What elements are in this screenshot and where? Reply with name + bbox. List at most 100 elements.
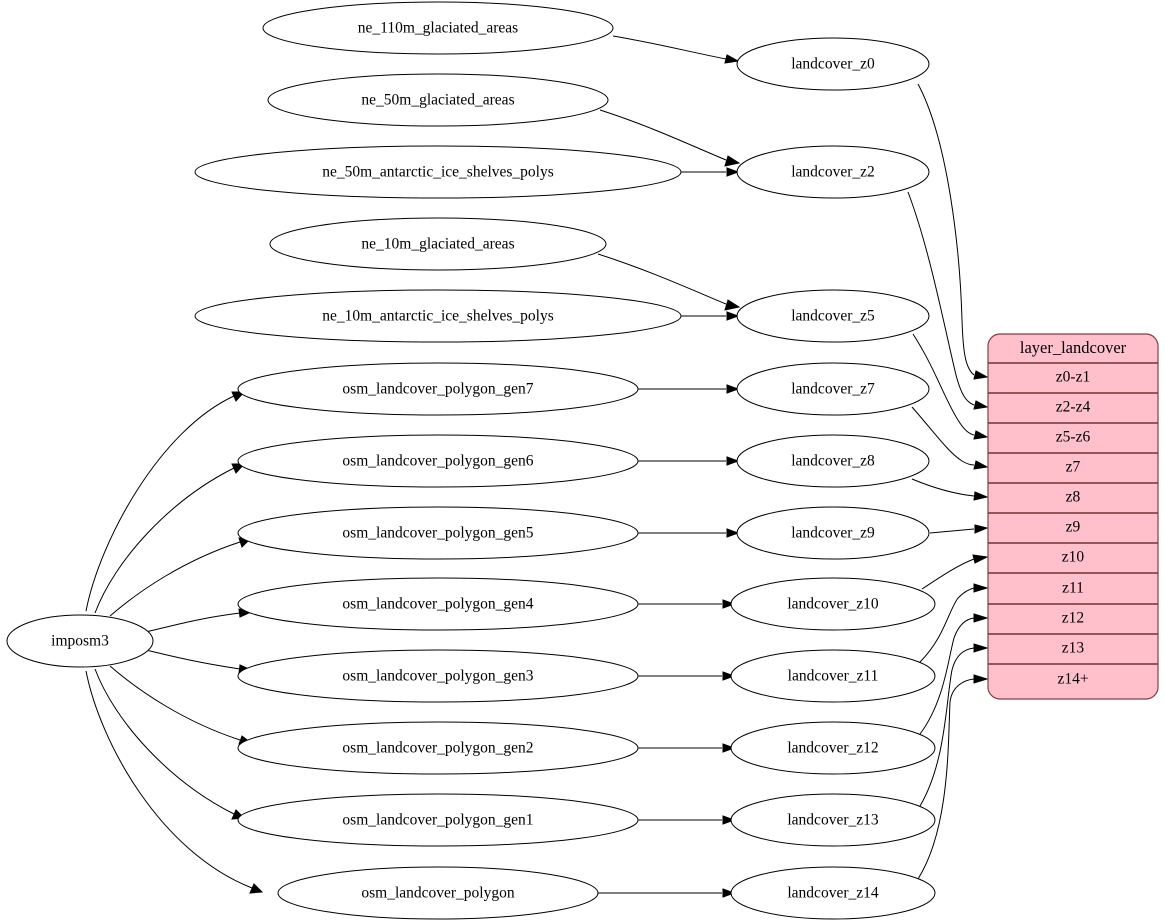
node-label: landcover_z11 bbox=[788, 668, 879, 685]
node-ne_110m_glaciated_areas[interactable]: ne_110m_glaciated_areas bbox=[262, 1, 614, 55]
node-ellipse[interactable] bbox=[237, 362, 639, 416]
node-label: osm_landcover_polygon_gen2 bbox=[342, 740, 533, 757]
node-ellipse[interactable] bbox=[736, 289, 930, 343]
node-landcover_z11[interactable]: landcover_z11 bbox=[730, 649, 936, 703]
node-ellipse[interactable] bbox=[730, 866, 936, 920]
node-ellipse[interactable] bbox=[730, 649, 936, 703]
node-osm_landcover_polygon_gen4[interactable]: osm_landcover_polygon_gen4 bbox=[237, 577, 639, 631]
node-ellipse[interactable] bbox=[237, 793, 639, 847]
node-label: ne_50m_antarctic_ice_shelves_polys bbox=[322, 164, 554, 181]
edge-z0-to-row-z0z1 bbox=[917, 83, 975, 376]
node-ellipse[interactable] bbox=[269, 217, 607, 271]
table-row-z12[interactable]: z12 bbox=[1062, 610, 1084, 627]
node-ellipse[interactable] bbox=[237, 434, 639, 488]
edge-z13-to-row-z13 bbox=[919, 647, 975, 807]
node-ellipse[interactable] bbox=[237, 577, 639, 631]
node-ellipse[interactable] bbox=[6, 614, 154, 668]
node-osm_landcover_polygon_gen1[interactable]: osm_landcover_polygon_gen1 bbox=[237, 793, 639, 847]
table-row-z5z6[interactable]: z5-z6 bbox=[1056, 429, 1091, 446]
node-ellipse[interactable] bbox=[730, 793, 936, 847]
arrowhead bbox=[973, 400, 989, 410]
node-osm_landcover_polygon_gen7[interactable]: osm_landcover_polygon_gen7 bbox=[237, 362, 639, 416]
table-row-z9[interactable]: z9 bbox=[1066, 519, 1081, 536]
table-row-z7[interactable]: z7 bbox=[1066, 459, 1081, 476]
node-imposm3[interactable]: imposm3 bbox=[6, 614, 154, 668]
node-landcover_z2[interactable]: landcover_z2 bbox=[736, 145, 930, 199]
node-osm_landcover_polygon_gen2[interactable]: osm_landcover_polygon_gen2 bbox=[237, 721, 639, 775]
arrowhead bbox=[722, 671, 736, 681]
node-osm_landcover_polygon_gen3[interactable]: osm_landcover_polygon_gen3 bbox=[237, 649, 639, 703]
node-ne_50m_glaciated_areas[interactable]: ne_50m_glaciated_areas bbox=[267, 73, 609, 127]
arrowhead bbox=[726, 311, 740, 321]
node-landcover_z5[interactable]: landcover_z5 bbox=[736, 289, 930, 343]
node-label: osm_landcover_polygon_gen4 bbox=[342, 596, 533, 613]
node-ellipse[interactable] bbox=[736, 506, 930, 560]
node-label: landcover_z8 bbox=[791, 453, 875, 470]
node-osm_landcover_polygon_gen5[interactable]: osm_landcover_polygon_gen5 bbox=[237, 506, 639, 560]
node-ellipse[interactable] bbox=[736, 434, 930, 488]
node-label: landcover_z2 bbox=[791, 164, 875, 181]
node-landcover_z13[interactable]: landcover_z13 bbox=[730, 793, 936, 847]
node-label: osm_landcover_polygon bbox=[361, 885, 515, 902]
layer-landcover-table[interactable]: layer_landcover z0-z1 z2-z4 z5-z6 z7 z8 … bbox=[987, 333, 1159, 700]
node-ne_10m_antarctic_ice_shelves_polys[interactable]: ne_10m_antarctic_ice_shelves_polys bbox=[194, 289, 682, 343]
node-landcover_z9[interactable]: landcover_z9 bbox=[736, 506, 930, 560]
edge-imposm3-to-gen2 bbox=[109, 665, 241, 741]
arrowhead bbox=[973, 643, 989, 653]
table-row-z8[interactable]: z8 bbox=[1066, 489, 1081, 506]
table-background bbox=[987, 333, 1159, 700]
arrowhead bbox=[726, 167, 740, 177]
node-ne_10m_glaciated_areas[interactable]: ne_10m_glaciated_areas bbox=[269, 217, 607, 271]
arrowhead bbox=[724, 54, 740, 64]
node-ellipse[interactable] bbox=[277, 866, 599, 920]
arrowhead bbox=[722, 743, 736, 753]
table-row-z2z4[interactable]: z2-z4 bbox=[1056, 399, 1091, 416]
node-ellipse[interactable] bbox=[267, 73, 609, 127]
arrowhead bbox=[722, 599, 736, 609]
node-ne_50m_antarctic_ice_shelves_polys[interactable]: ne_50m_antarctic_ice_shelves_polys bbox=[194, 145, 682, 199]
edge-layer bbox=[85, 35, 989, 898]
node-label: landcover_z7 bbox=[791, 381, 875, 398]
node-landcover_z8[interactable]: landcover_z8 bbox=[736, 434, 930, 488]
node-ellipse[interactable] bbox=[262, 1, 614, 55]
edge-ne10mglac-to-z5 bbox=[597, 253, 727, 305]
node-ellipse[interactable] bbox=[730, 721, 936, 775]
table-row-z10[interactable]: z10 bbox=[1062, 549, 1085, 566]
table-header-label: layer_landcover bbox=[1020, 338, 1127, 357]
node-label: osm_landcover_polygon_gen7 bbox=[342, 381, 533, 398]
node-landcover_z0[interactable]: landcover_z0 bbox=[736, 37, 930, 91]
node-osm_landcover_polygon[interactable]: osm_landcover_polygon bbox=[277, 866, 599, 920]
node-ellipse[interactable] bbox=[237, 649, 639, 703]
arrowhead bbox=[231, 391, 246, 402]
node-landcover_z7[interactable]: landcover_z7 bbox=[736, 362, 930, 416]
arrowhead bbox=[973, 613, 989, 623]
node-label: landcover_z13 bbox=[787, 812, 878, 829]
node-ellipse[interactable] bbox=[736, 362, 930, 416]
node-ellipse[interactable] bbox=[736, 145, 930, 199]
node-label: ne_50m_glaciated_areas bbox=[361, 92, 514, 109]
edge-z12-to-row-z12 bbox=[919, 617, 975, 735]
edge-imposm3-to-gen6 bbox=[94, 467, 235, 614]
node-ellipse[interactable] bbox=[736, 37, 930, 91]
table-row-z0z1[interactable]: z0-z1 bbox=[1056, 369, 1090, 386]
node-landcover_z10[interactable]: landcover_z10 bbox=[730, 577, 936, 631]
node-ellipse[interactable] bbox=[730, 577, 936, 631]
edge-z7-to-row-z7 bbox=[911, 406, 975, 466]
table-row-z11[interactable]: z11 bbox=[1062, 580, 1084, 597]
node-label: landcover_z0 bbox=[791, 56, 875, 73]
node-label: landcover_z9 bbox=[791, 525, 875, 542]
edge-z5-to-row-z5z6 bbox=[912, 333, 975, 436]
node-ellipse[interactable] bbox=[194, 145, 682, 199]
node-ellipse[interactable] bbox=[237, 506, 639, 560]
node-ellipse[interactable] bbox=[237, 721, 639, 775]
table-row-z14plus[interactable]: z14+ bbox=[1057, 671, 1088, 688]
table-row-z13[interactable]: z13 bbox=[1062, 640, 1085, 657]
arrowhead bbox=[724, 155, 741, 167]
edge-z2-to-row-z2z4 bbox=[907, 191, 975, 406]
node-landcover_z14[interactable]: landcover_z14 bbox=[730, 866, 936, 920]
arrowhead bbox=[973, 430, 989, 440]
node-ellipse[interactable] bbox=[194, 289, 682, 343]
node-osm_landcover_polygon_gen6[interactable]: osm_landcover_polygon_gen6 bbox=[237, 434, 639, 488]
node-landcover_z12[interactable]: landcover_z12 bbox=[730, 721, 936, 775]
